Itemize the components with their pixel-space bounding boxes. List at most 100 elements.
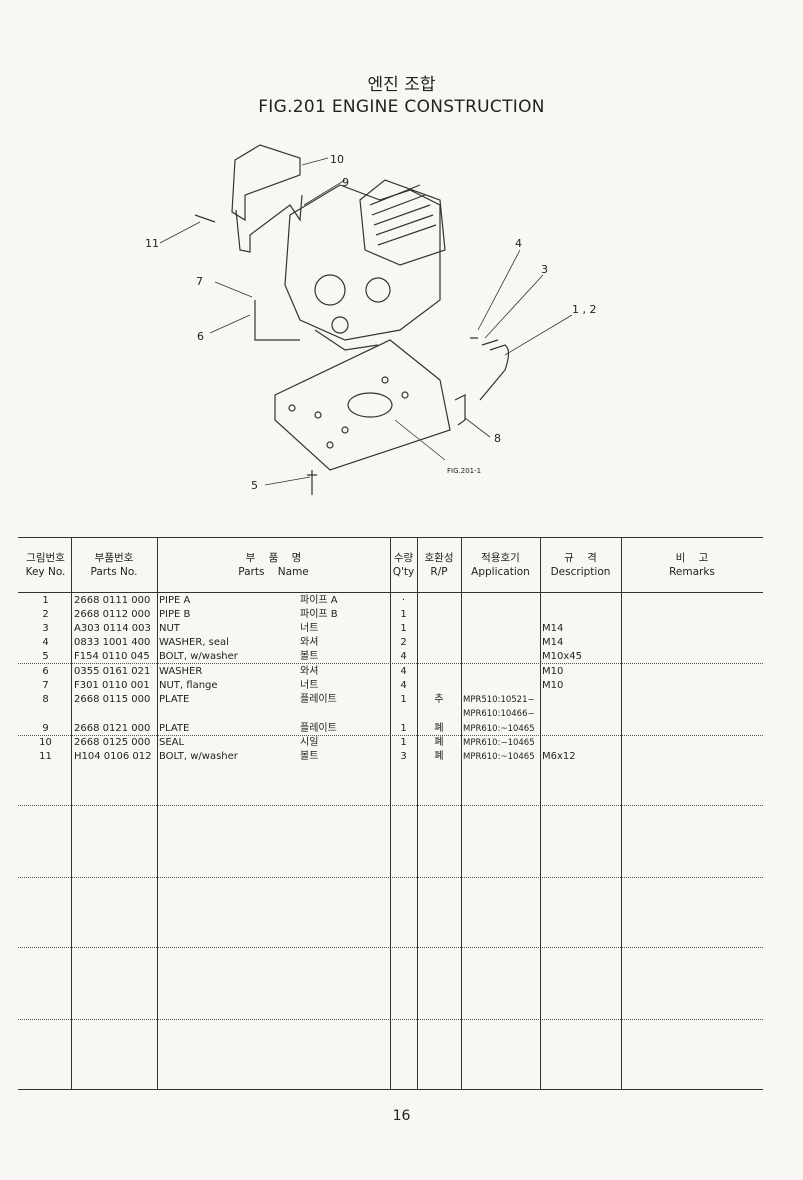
cell-name-ko: 너트	[300, 623, 319, 634]
callout-7: 7	[196, 275, 203, 288]
cell-qty	[390, 707, 417, 721]
cell-app: MPR610:~10465	[463, 724, 535, 734]
callout-8: 8	[494, 432, 501, 445]
cell-name-en: NUT	[159, 623, 180, 634]
engine-body-drawing	[194, 144, 510, 495]
cell-key: 2	[42, 609, 49, 620]
cell-name-ko: 와셔	[300, 637, 319, 648]
cell-qty: 1	[400, 609, 407, 620]
header-app-en: Application	[471, 566, 530, 578]
cell-name-ko: 볼트	[300, 751, 319, 762]
header-desc-en: Description	[550, 566, 611, 578]
cell-key: 8	[42, 694, 49, 705]
cell-key: 1	[42, 595, 49, 606]
cell-rp: 추	[434, 694, 444, 705]
cell-desc: M14	[542, 623, 564, 634]
callout-1-2: 1 , 2	[572, 303, 597, 316]
cell-name-en: WASHER, seal	[159, 637, 229, 648]
callout-3: 3	[541, 263, 548, 276]
cell-part-no: F154 0110 045	[74, 651, 150, 662]
cell-qty: ·	[401, 595, 406, 606]
page-number: 16	[392, 1108, 411, 1124]
cell-part-no: 0833 1001 400	[74, 637, 151, 648]
header-app-ko: 적용호기	[481, 552, 520, 564]
cell-app: MPR510:10521−	[463, 695, 535, 705]
cell-key: 10	[39, 737, 52, 748]
cell-qty: 4	[400, 651, 407, 662]
cell-rp: 폐	[434, 737, 444, 748]
cell-name-ko: 와셔	[300, 666, 319, 677]
cell-name-en: PLATE	[159, 694, 190, 705]
cell-qty: 4	[400, 666, 407, 677]
cell-name-en: PLATE	[159, 723, 190, 734]
callout-9: 9	[342, 176, 349, 189]
header-qty-ko: 수량	[393, 552, 414, 564]
cell-rp	[417, 608, 461, 622]
header-key-ko: 그림번호	[26, 552, 65, 564]
cell-name-en: PIPE A	[159, 595, 191, 606]
cell-rp	[417, 594, 461, 608]
cell-app: MPR610:−10465	[463, 738, 535, 748]
cell-name-en: BOLT, w/washer	[159, 751, 238, 762]
cell-name-en: WASHER	[159, 666, 203, 677]
cell-rp	[417, 679, 461, 693]
cell-rp	[417, 650, 461, 664]
engine-exploded-diagram: 10 9 11 4 3 1 , 2 7 6 8 5 FIG.201-1	[145, 144, 597, 495]
cell-part-no: H104 0106 012	[74, 751, 152, 762]
header-partno-ko: 부품번호	[94, 552, 134, 564]
cell-qty: 2	[400, 637, 407, 648]
header-rp-ko: 호환성	[424, 552, 454, 564]
cell-rp	[417, 707, 461, 721]
cell-qty: 1	[400, 623, 407, 634]
cell-desc: M10	[542, 666, 564, 677]
cell-part-no: 2668 0125 000	[74, 737, 151, 748]
cell-key: 4	[42, 637, 49, 648]
cell-name-ko: 너트	[300, 680, 319, 691]
cell-name-ko: 파이프 A	[300, 595, 338, 606]
cell-part-no: 2668 0111 000	[74, 595, 151, 606]
header-rp-en: R/P	[430, 566, 448, 578]
figure-title: FIG.201 ENGINE CONSTRUCTION	[258, 97, 545, 117]
callout-10: 10	[330, 153, 344, 166]
cell-part-no: A303 0114 003	[74, 623, 151, 634]
cell-part-no: F301 0110 001	[74, 680, 150, 691]
cell-name-ko: 볼트	[300, 651, 319, 662]
cell-rp: 폐	[434, 723, 444, 734]
callout-4: 4	[515, 237, 522, 250]
callout-5: 5	[251, 479, 258, 492]
cell-name-ko: 플레이트	[300, 694, 337, 705]
header-remarks-ko: 비 고	[675, 552, 709, 564]
cell-name-ko: 파이프 B	[300, 609, 338, 620]
cell-key: 5	[42, 651, 49, 662]
cell-key: 7	[42, 680, 49, 691]
cell-name-ko: 플레이트	[300, 723, 337, 734]
cell-key: 6	[42, 666, 49, 677]
header-key-en: Key No.	[25, 566, 66, 578]
header-partno-en: Parts No.	[90, 566, 138, 578]
cell-name-en: SEAL	[159, 737, 185, 748]
title-korean: 엔진 조합	[367, 75, 436, 95]
header-remarks-en: Remarks	[669, 566, 715, 578]
cell-name-ko: 시일	[300, 737, 319, 748]
cell-part-no: 0355 0161 021	[74, 666, 151, 677]
cell-rp	[417, 665, 461, 679]
cell-key: 11	[39, 751, 52, 762]
header-qty-en: Q'ty	[392, 566, 415, 578]
cell-rp: 폐	[434, 751, 444, 762]
cell-desc: M10x45	[542, 651, 582, 662]
cell-rp	[417, 622, 461, 636]
cell-part-no: 2668 0115 000	[74, 694, 151, 705]
cell-name-en: NUT, flange	[159, 680, 218, 691]
cell-name-en: PIPE B	[159, 609, 191, 620]
cell-part-no: 2668 0112 000	[74, 609, 151, 620]
cell-key: 9	[42, 723, 49, 734]
cell-app: MPR610:~10465	[463, 752, 535, 762]
callout-6: 6	[197, 330, 204, 343]
cell-part-no: 2668 0121 000	[74, 723, 151, 734]
header-desc-ko: 규 격	[564, 552, 597, 564]
cell-qty: 1	[400, 694, 407, 705]
callout-11: 11	[145, 237, 159, 250]
cell-qty: 1	[400, 723, 407, 734]
cell-rp	[417, 636, 461, 650]
figure-reference: FIG.201-1	[447, 467, 481, 475]
